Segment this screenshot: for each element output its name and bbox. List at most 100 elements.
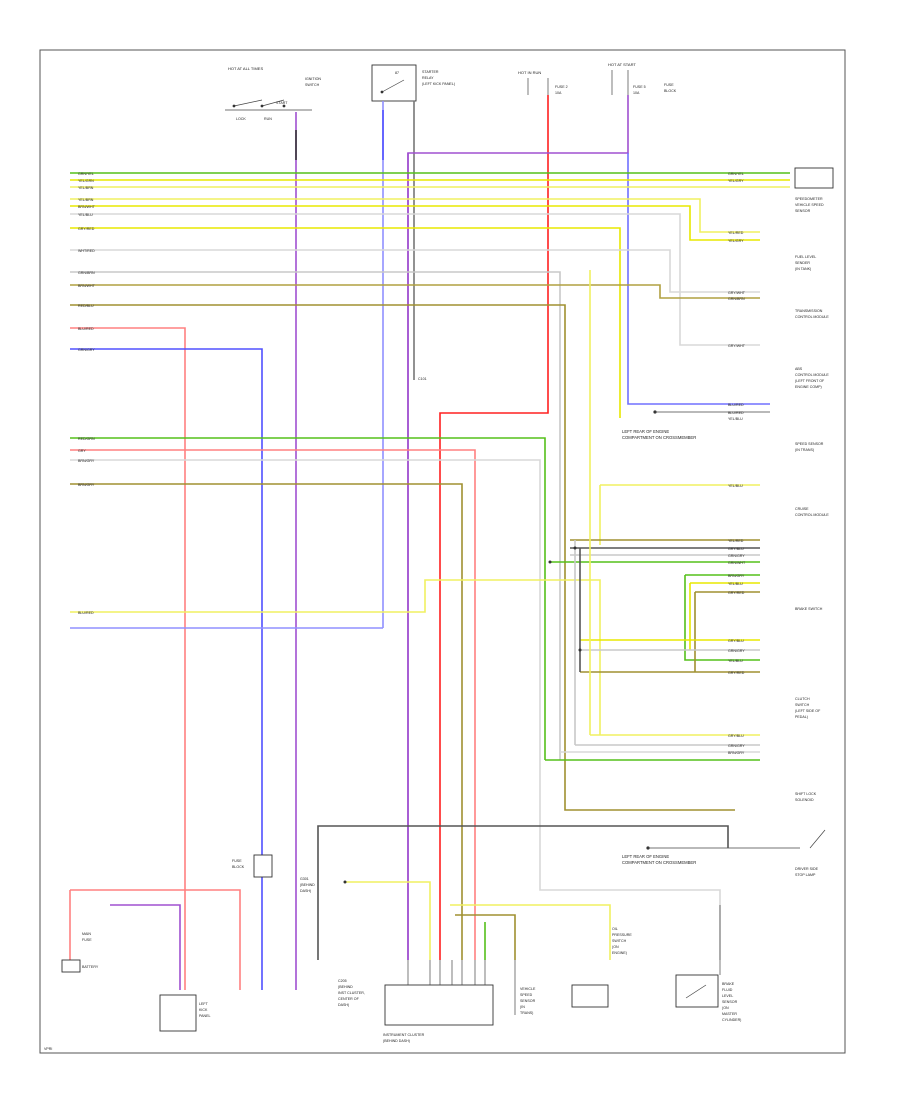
- right-wire-label: GRY/WHT: [728, 291, 746, 295]
- right-wire-label: BLU/RED: [728, 403, 744, 407]
- right-label-tcm-2: CONTROL MODULE: [795, 315, 829, 319]
- left-wire-label: RED/GRN: [78, 437, 95, 441]
- left-wire-label: YEL/BRN: [78, 198, 94, 202]
- right-label-shiftlock-2: SOLENOID: [795, 798, 814, 802]
- fuse-block-label-1: FUSE: [664, 83, 674, 87]
- right-wire-label: YEL/BLU: [728, 484, 743, 488]
- vss-bottom-label-1: VEHICLE: [520, 987, 536, 991]
- vertical-feeds: C101: [295, 95, 770, 990]
- right-label-clutch-4: PEDAL): [795, 715, 808, 719]
- right-labels: SPEEDOMETER VEHICLE SPEED SENSOR FUEL LE…: [795, 197, 829, 877]
- right-label-abs-1: ABS: [795, 367, 803, 371]
- right-wire-label: GRY/BLU: [728, 547, 744, 551]
- right-wire-label: GRN/BRN: [728, 297, 745, 301]
- left-wire-label: BRN/GRY: [78, 483, 95, 487]
- bottom-fuse-label-2: BLOCK: [232, 865, 245, 869]
- right-label-fuel-2: SENDER: [795, 261, 810, 265]
- starter-relay: 87 STARTER RELAY (LEFT KICK PANEL): [371, 64, 455, 102]
- oil-pressure-label-1: OIL: [612, 927, 618, 931]
- right-wire-label: YEL/GRY: [728, 239, 744, 243]
- main-fuse-label-2: FUSE: [82, 938, 92, 942]
- left-wire-label: GRN/YEL: [78, 172, 94, 176]
- left-wire-label: BRN/WHT: [78, 205, 96, 209]
- feed-red: [439, 95, 549, 960]
- battery-area: BATTERY MAIN FUSE LEFT KICK PANEL: [61, 889, 241, 1032]
- right-wire-label: GRY/BLU: [728, 639, 744, 643]
- cluster-conn-note-5: DASH): [338, 1003, 349, 1007]
- right-wire-label: GRN/GRY: [728, 649, 745, 653]
- fuse-2-label: FUSE 2: [555, 85, 568, 89]
- hot-at-start-label: HOT AT START: [608, 62, 636, 67]
- left-wire-label: GRN/BRN: [78, 271, 95, 275]
- ignition-switch-label-1: IGNITION: [305, 77, 321, 81]
- ground-symbol-1: [653, 410, 770, 414]
- main-fuse-label-1: MAIN: [82, 932, 91, 936]
- feed-purple-2: [407, 95, 629, 960]
- instrument-cluster: INSTRUMENT CLUSTER (BEHIND DASH) C205 (B…: [338, 979, 494, 1043]
- brake-label-7: CYLINDER): [722, 1018, 741, 1022]
- instrument-cluster-label-2: (BEHIND DASH): [383, 1039, 410, 1043]
- right-label-brake: BRAKE SWITCH: [795, 607, 823, 611]
- g301-label-1: G301: [300, 877, 309, 881]
- vss-bottom-label-4: (IN: [520, 1005, 525, 1009]
- ign-run-label: RUN: [264, 117, 272, 121]
- right-wire-label: YEL/BLU: [728, 417, 743, 421]
- g301-label-3: DASH): [300, 889, 311, 893]
- ign-start-label: START: [276, 101, 288, 105]
- right-wire-label: GRN/WHT: [728, 561, 746, 565]
- left-wire-label: BRN/GRY: [78, 459, 95, 463]
- kick-panel-label-2: KICK: [199, 1008, 208, 1012]
- ign-lock-label: LOCK: [236, 117, 246, 121]
- relay-tag: 87: [395, 71, 399, 75]
- brake-label-4: SENSOR: [722, 1000, 738, 1004]
- right-label-cruise-1: CRUISE: [795, 507, 809, 511]
- right-wire-label: YEL/RED: [728, 231, 744, 235]
- starter-relay-label-2: RELAY: [422, 76, 434, 80]
- g301-label-2: (BEHIND: [300, 883, 315, 887]
- brake-label-3: LEVEL: [722, 994, 733, 998]
- oil-pressure-label-4: (ON: [612, 945, 619, 949]
- left-wire-labels: GRN/YELYEL/GRNYEL/BRNYEL/BRNBRN/WHTYEL/B…: [78, 172, 96, 615]
- right-wire-label: YEL/BLU: [728, 659, 743, 663]
- right-label-shiftlock-1: SHIFT LOCK: [795, 792, 817, 796]
- right-wire-labels: GRN/YELYEL/GRYYEL/REDYEL/GRYGRY/WHTGRN/B…: [728, 172, 746, 755]
- harness-left: [70, 172, 790, 990]
- ground-g301: G301 (BEHIND DASH): [300, 877, 315, 893]
- right-label-cruise-2: CONTROL MODULE: [795, 513, 829, 517]
- instrument-cluster-label-1: INSTRUMENT CLUSTER: [383, 1033, 425, 1037]
- ground-symbol-2: [646, 829, 826, 850]
- cluster-conn-note-4: CENTER OF: [338, 997, 360, 1001]
- right-label-tcm-1: TRANSMISSION: [795, 309, 823, 313]
- bottom-fuse-label-1: FUSE: [232, 859, 242, 863]
- cluster-conn-note-1: C205: [338, 979, 347, 983]
- right-label-speedometer-2: VEHICLE SPEED: [795, 203, 824, 207]
- brake-label-6: MASTER: [722, 1012, 737, 1016]
- right-label-clutch-2: SWITCH: [795, 703, 810, 707]
- right-label-fuel-1: FUEL LEVEL: [795, 255, 816, 259]
- cluster-conn-note-2: (BEHIND: [338, 985, 353, 989]
- right-label-stoplamp-1: DRIVER SIDE: [795, 867, 819, 871]
- right-label-fuel-3: (IN TANK): [795, 267, 811, 271]
- right-wire-label: GRN/GRY: [728, 744, 745, 748]
- left-wire-label: GRN/GRY: [78, 348, 95, 352]
- right-wire-label: YEL/BLU: [728, 582, 743, 586]
- right-label-speedsensor-2: (IN TRANS): [795, 448, 814, 452]
- vss-bottom-label-5: TRANS): [520, 1011, 533, 1015]
- vss-bottom-label-2: SPEED: [520, 993, 533, 997]
- hot-at-all-times-label: HOT AT ALL TIMES: [228, 66, 263, 71]
- left-wire-label: WHT/RED: [78, 249, 95, 253]
- cluster-pins: [407, 960, 486, 985]
- brake-fluid-sensor: BRAKE FLUID LEVEL SENSOR (ON MASTER CYLI…: [675, 905, 741, 1022]
- oil-pressure-label-5: ENGINE): [612, 951, 627, 955]
- left-wire-label: YEL/BRN: [78, 186, 94, 190]
- right-wire-label: YEL/RED: [728, 539, 744, 543]
- cluster-conn-note-3: INST CLUSTER,: [338, 991, 365, 995]
- right-wire-label: GRN/YEL: [728, 172, 744, 176]
- ground-note-1-line2: COMPARTMENT ON CROSSMEMBER: [622, 435, 696, 440]
- brake-label-5: (ON: [722, 1006, 729, 1010]
- right-label-speedometer-3: SENSOR: [795, 209, 811, 213]
- footnote: VPRI: [44, 1047, 52, 1051]
- battery-label: BATTERY: [82, 965, 99, 969]
- fuse-block-label-2: BLOCK: [664, 89, 677, 93]
